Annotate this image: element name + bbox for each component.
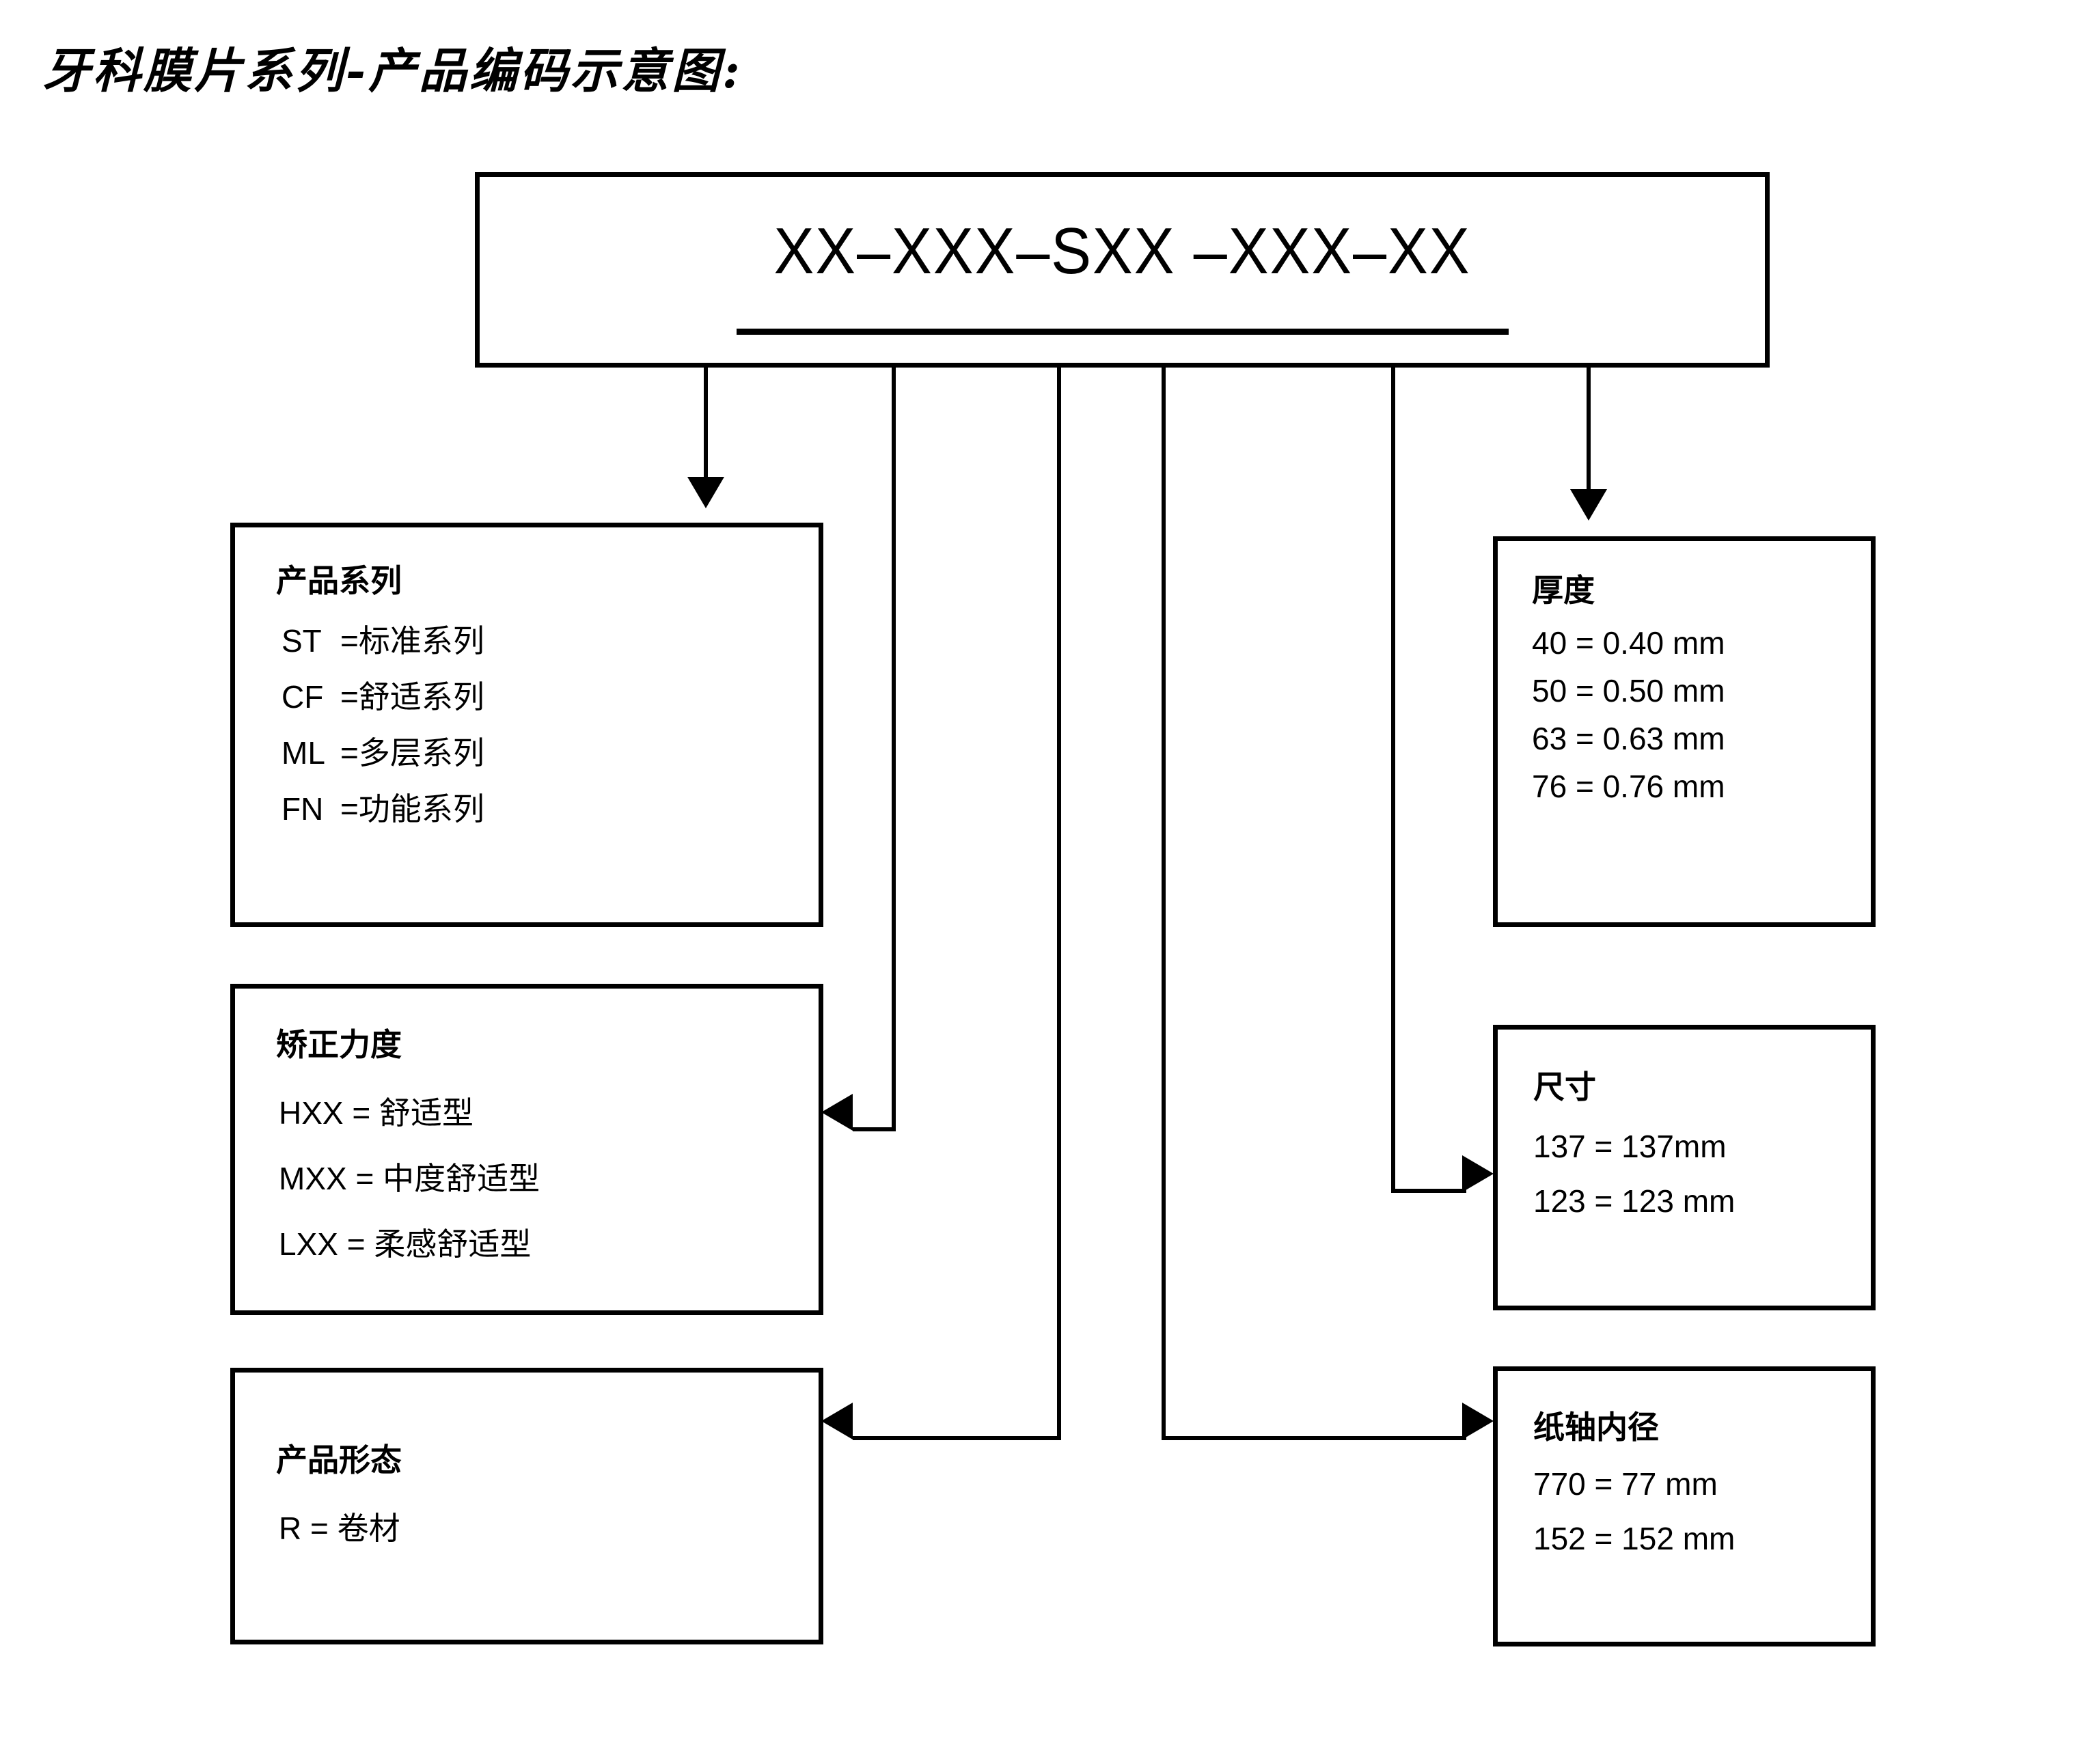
correction-force-item: LXX = 柔感舒适型	[279, 1226, 532, 1262]
correction-force-box: 矫正力度 HXX = 舒适型 MXX = 中度舒适型 LXX = 柔感舒适型	[230, 984, 823, 1315]
product-series-sep: =	[340, 679, 359, 715]
connector-line-thickness	[1587, 368, 1591, 489]
connector-elbow-core	[1162, 1436, 1466, 1440]
product-series-label: 功能系列	[358, 791, 484, 827]
product-series-sep: =	[340, 791, 359, 827]
product-form-item: R = 卷材	[279, 1511, 400, 1546]
product-series-item: ML =多层系列	[276, 728, 819, 773]
size-heading: 尺寸	[1533, 1069, 1596, 1105]
arrow-to-form-box	[821, 1403, 853, 1439]
arrow-to-thickness-box	[1570, 489, 1607, 521]
product-series-item: FN =功能系列	[276, 784, 819, 829]
product-form-heading: 产品形态	[276, 1442, 402, 1478]
correction-force-item: MXX = 中度舒适型	[279, 1161, 540, 1196]
paper-core-diameter-box: 纸轴内径 770 = 77 mm 152 = 152 mm	[1493, 1366, 1876, 1646]
product-series-code: CF	[282, 679, 324, 715]
arrow-to-size-box	[1462, 1155, 1494, 1192]
paper-core-heading: 纸轴内径	[1533, 1409, 1659, 1445]
thickness-item: 76 = 0.76 mm	[1532, 769, 1725, 804]
arrow-to-force-box	[821, 1094, 853, 1131]
thickness-item: 50 = 0.50 mm	[1532, 673, 1725, 708]
connector-line-force	[892, 368, 896, 1131]
paper-core-item: 152 = 152 mm	[1533, 1521, 1736, 1556]
product-code-text: XX–XXX–SXX –XXX–XX	[773, 215, 1471, 288]
arrow-to-series-box	[687, 477, 724, 508]
size-box: 尺寸 137 = 137mm 123 = 123 mm	[1493, 1025, 1876, 1310]
connector-line-size	[1391, 368, 1395, 1193]
connector-elbow-force	[853, 1127, 896, 1131]
page-title: 牙科膜片系列-产品编码示意图:	[42, 42, 743, 99]
product-series-label: 多层系列	[358, 735, 484, 771]
product-series-code: ML	[282, 735, 325, 771]
product-series-item: CF =舒适系列	[276, 672, 819, 717]
product-series-label: 舒适系列	[358, 679, 484, 715]
connector-elbow-form	[853, 1436, 1061, 1440]
product-series-code: FN	[282, 791, 324, 827]
product-series-sep: =	[340, 735, 359, 771]
product-code-underline	[736, 329, 1509, 335]
paper-core-item: 770 = 77 mm	[1533, 1466, 1718, 1502]
product-series-box: 产品系列 ST=标准系列 CF=舒适系列 ML=多层系列 FN=功能系列	[230, 523, 823, 927]
size-item: 137 = 137mm	[1533, 1129, 1727, 1164]
connector-line-core	[1162, 368, 1166, 1440]
product-code-box: XX–XXX–SXX –XXX–XX	[475, 172, 1770, 368]
correction-force-heading: 矫正力度	[276, 1027, 402, 1062]
product-form-box: 产品形态 R = 卷材	[230, 1368, 823, 1644]
connector-elbow-size	[1391, 1189, 1466, 1193]
thickness-item: 63 = 0.63 mm	[1532, 721, 1725, 756]
product-series-label: 标准系列	[358, 623, 484, 659]
product-series-heading: 产品系列	[276, 563, 402, 598]
connector-line-series	[704, 368, 708, 477]
thickness-item: 40 = 0.40 mm	[1532, 625, 1725, 661]
product-series-item: ST =标准系列	[276, 616, 819, 661]
thickness-box: 厚度 40 = 0.40 mm 50 = 0.50 mm 63 = 0.63 m…	[1493, 536, 1876, 927]
arrow-to-core-box	[1462, 1403, 1494, 1439]
connector-line-form	[1057, 368, 1061, 1440]
correction-force-item: HXX = 舒适型	[279, 1095, 474, 1131]
product-series-sep: =	[340, 623, 359, 659]
size-item: 123 = 123 mm	[1533, 1183, 1736, 1219]
product-series-code: ST	[282, 623, 322, 659]
thickness-heading: 厚度	[1532, 573, 1595, 608]
